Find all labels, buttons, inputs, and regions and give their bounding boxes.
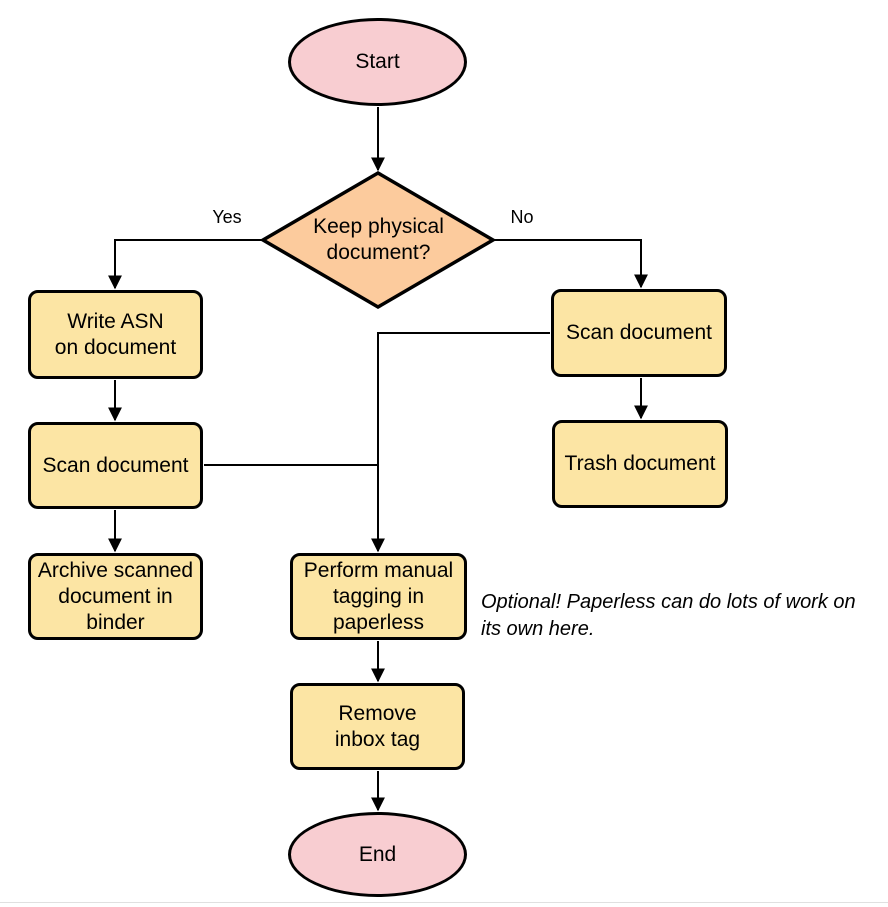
annotation-note: Optional! Paperless can do lots of work … bbox=[481, 591, 856, 640]
node-write-asn-label: Write ASN on document bbox=[54, 309, 177, 359]
node-scan-document-right: Scan document bbox=[551, 289, 727, 377]
node-manual-tagging: Perform manual tagging in paperless bbox=[290, 553, 467, 640]
node-start-label: Start bbox=[355, 50, 400, 73]
node-trash-document: Trash document bbox=[552, 420, 728, 508]
node-trash-document-label: Trash document bbox=[564, 452, 716, 475]
node-decision bbox=[256, 166, 500, 314]
node-end-label: End bbox=[358, 842, 397, 866]
bottom-divider bbox=[0, 902, 888, 903]
node-scan-document-right-label: Scan document bbox=[566, 321, 712, 344]
node-write-asn: Write ASN on document bbox=[28, 290, 203, 379]
edge-scan-right-to-tagging bbox=[371, 332, 550, 553]
node-scan-document-left-label: Scan document bbox=[42, 453, 189, 477]
node-remove-inbox-tag: Remove inbox tag bbox=[290, 683, 465, 770]
node-end: End bbox=[288, 812, 467, 897]
node-remove-inbox-tag-label: Remove inbox tag bbox=[334, 701, 421, 751]
node-manual-tagging-label: Perform manual tagging in paperless bbox=[303, 558, 454, 634]
edge-label-yes: Yes bbox=[212, 207, 242, 227]
node-start: Start bbox=[288, 18, 467, 106]
edge-decision-yes-to-write-asn bbox=[108, 239, 262, 290]
node-archive-document: Archive scanned document in binder bbox=[28, 553, 203, 640]
edge-decision-no-to-scan-right bbox=[494, 239, 648, 289]
node-archive-document-label: Archive scanned document in binder bbox=[37, 558, 194, 634]
node-scan-document-left: Scan document bbox=[28, 422, 203, 509]
decision-diamond-shape bbox=[259, 170, 497, 310]
node-decision-label: Keep physical document? bbox=[313, 215, 444, 264]
edge-label-no: No bbox=[510, 207, 534, 227]
